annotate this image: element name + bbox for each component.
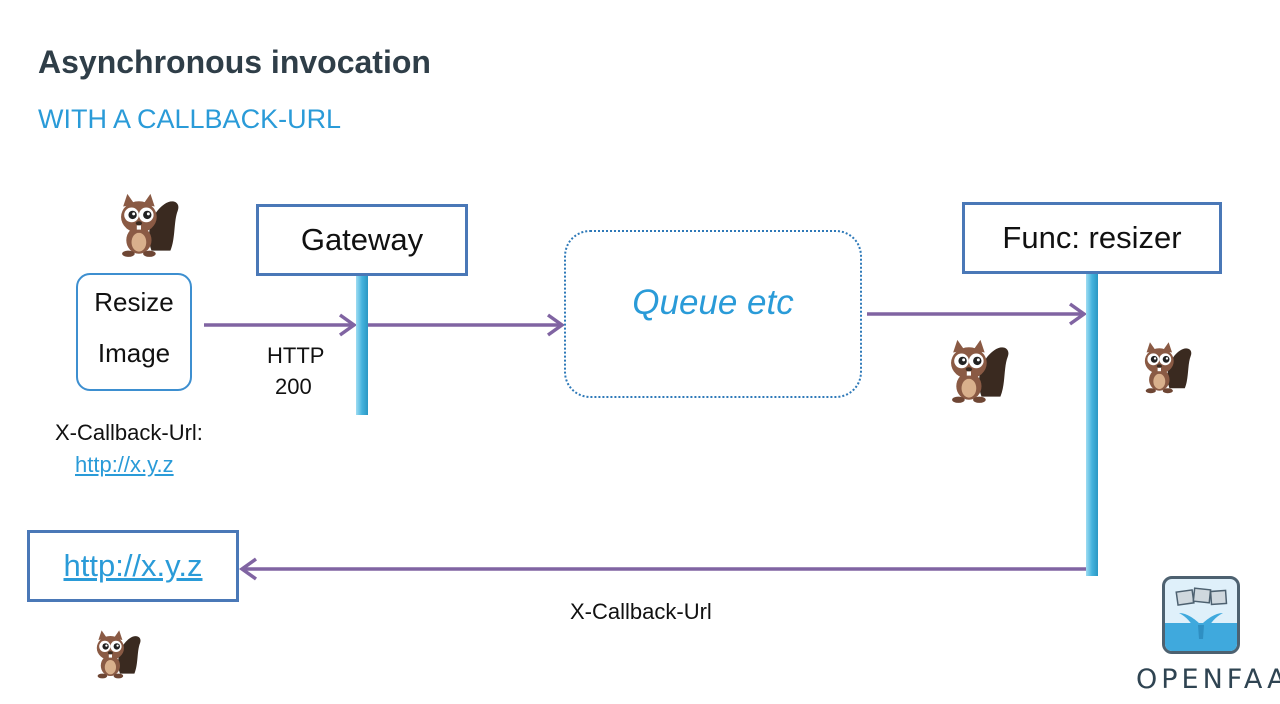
squirrel-mascot-icon [96,630,141,679]
page-subtitle: WITH A CALLBACK-URL [38,104,342,134]
squirrel-mascot-icon [951,339,1009,403]
callback-header-url[interactable]: http://x.y.z [75,452,174,477]
page-title: Asynchronous invocation [38,44,431,80]
request-box: Resize Image [76,273,192,391]
request-line-1: Resize [94,287,174,317]
queue-box: Queue etc [564,230,862,398]
squirrel-mascot-icon [121,193,179,257]
openfaas-logo-text: OPENFAAS [1136,664,1280,695]
http-status-line-2: 200 [275,374,312,399]
callback-arrow-label: X-Callback-Url [570,599,712,624]
queue-label: Queue etc [632,283,794,322]
callback-arrow-head [238,557,258,581]
func-box: Func: resizer [962,202,1222,274]
http-status-line-1: HTTP [267,343,325,368]
func-lifeline [1086,274,1098,576]
queue-to-func-arrow-head [1068,302,1088,326]
callback-target-box[interactable]: http://x.y.z [27,530,239,602]
squirrel-mascot-icon [1144,342,1192,394]
gateway-box: Gateway [256,204,468,276]
request-line-2: Image [97,338,171,368]
request-arrow-head [338,313,358,337]
openfaas-whale-logo-icon [1162,576,1240,654]
callback-header-label: X-Callback-Url: [55,420,203,445]
gateway-to-queue-arrow-head [546,313,566,337]
gateway-lifeline [356,276,368,415]
